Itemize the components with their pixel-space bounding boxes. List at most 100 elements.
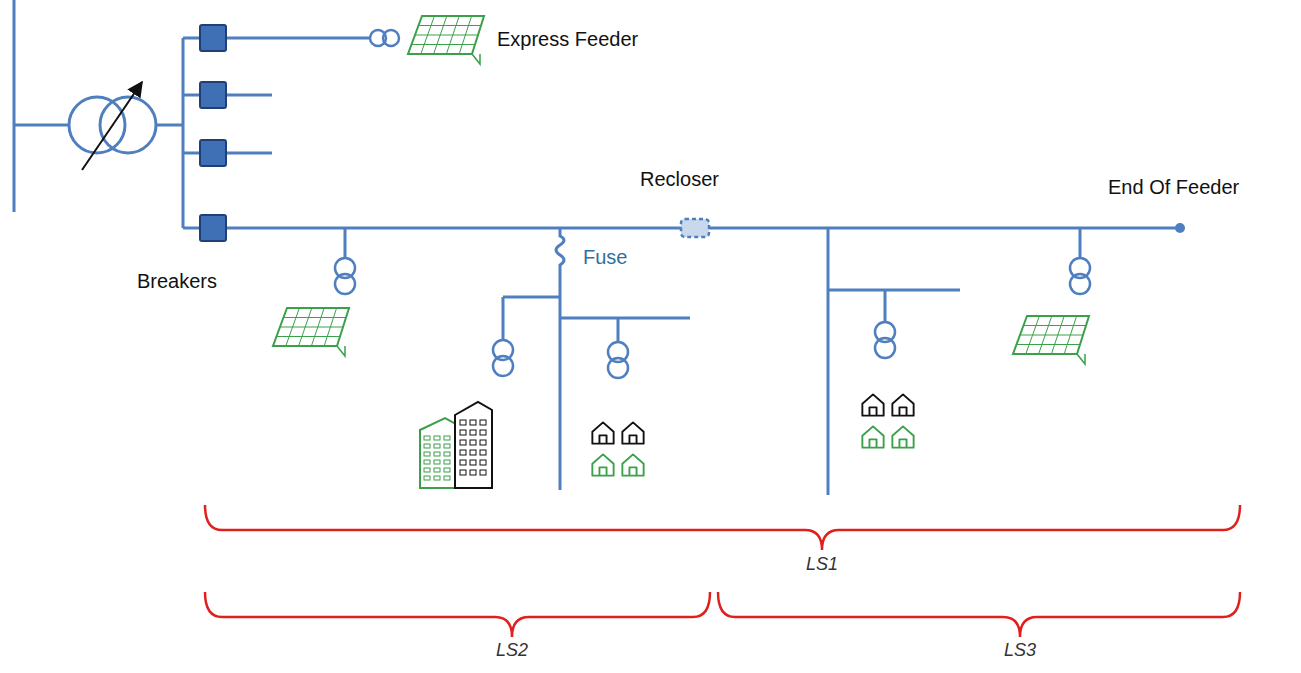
wire	[14, 124, 70, 127]
window	[460, 450, 466, 455]
fused-lateral	[556, 228, 564, 490]
panel-stand	[472, 54, 480, 64]
window	[424, 452, 430, 456]
feeder-end-dot	[1175, 223, 1185, 233]
window	[424, 444, 430, 448]
window	[480, 440, 486, 445]
source-bus	[13, 0, 16, 212]
window	[460, 440, 466, 445]
building	[455, 402, 492, 488]
window	[434, 436, 440, 440]
express-feeder-line	[226, 37, 370, 40]
house-icon	[862, 394, 883, 415]
lateral-branch	[828, 289, 960, 292]
downstream-lateral	[827, 228, 830, 495]
window	[434, 476, 440, 480]
window	[480, 460, 486, 465]
building	[420, 418, 458, 488]
wire	[183, 37, 200, 40]
transformer-coil	[69, 97, 125, 153]
feeder-stub	[226, 94, 272, 97]
panel-stand	[1077, 354, 1085, 364]
panel-grid	[277, 336, 341, 337]
window	[434, 460, 440, 464]
window	[434, 468, 440, 472]
solar-panel	[273, 308, 349, 356]
tap-line	[617, 318, 620, 342]
panel-grid	[415, 35, 478, 36]
window	[480, 430, 486, 435]
device-label: Breakers	[137, 270, 217, 292]
house-icon	[892, 426, 913, 447]
window	[460, 420, 466, 425]
window	[424, 468, 430, 472]
main-feeder	[226, 227, 681, 230]
transformer-coil	[335, 274, 355, 294]
station-bus	[182, 38, 185, 228]
panel-grid	[419, 25, 482, 26]
window	[470, 460, 476, 465]
window	[470, 440, 476, 445]
panel-frame	[408, 16, 484, 54]
tap-line	[502, 297, 505, 340]
house-icon	[622, 422, 643, 443]
section-label: LS3	[1004, 641, 1036, 661]
panel-frame	[273, 308, 349, 346]
section-braces	[205, 505, 1240, 637]
lateral-branch	[503, 296, 560, 299]
window	[480, 470, 486, 475]
window	[424, 436, 430, 440]
device-label: Fuse	[583, 246, 627, 268]
panel-grid	[280, 327, 343, 328]
window	[444, 436, 450, 440]
breaker-symbol	[200, 215, 226, 241]
transformer-coil	[608, 358, 628, 378]
section-label: LS2	[496, 641, 528, 661]
commercial-buildings	[420, 402, 492, 488]
feeder-stub	[226, 152, 272, 155]
brace	[205, 505, 1240, 550]
transformer-coil	[100, 97, 156, 153]
window	[480, 450, 486, 455]
house-icon	[622, 454, 643, 475]
transformer-coil	[1070, 274, 1090, 294]
breaker-symbol	[200, 140, 226, 166]
lateral-branch	[560, 317, 690, 320]
house-icon	[892, 394, 913, 415]
tap-line	[344, 228, 347, 258]
tap-changer-arrow	[82, 82, 142, 170]
wire	[183, 227, 200, 230]
breaker-symbol	[200, 25, 226, 51]
transformer-coil	[875, 338, 895, 358]
window	[470, 420, 476, 425]
brace	[205, 592, 710, 637]
window	[424, 460, 430, 464]
transformer-coil	[493, 356, 513, 376]
window	[470, 430, 476, 435]
breaker-symbol	[200, 82, 226, 108]
house-icon	[862, 426, 883, 447]
feeder-label: Express Feeder	[497, 28, 638, 50]
panel-grid	[412, 44, 476, 45]
window	[480, 420, 486, 425]
panel-grid	[284, 317, 347, 318]
window	[460, 470, 466, 475]
recloser-symbol	[681, 219, 709, 237]
breakers	[200, 25, 226, 241]
transformer-coil	[383, 30, 399, 46]
section-label: LS1	[806, 555, 838, 575]
building-windows	[424, 420, 486, 480]
feeder-end-label: End Of Feeder	[1108, 176, 1239, 198]
wire	[183, 94, 200, 97]
panel-grid	[1020, 335, 1083, 336]
window	[460, 430, 466, 435]
window	[470, 450, 476, 455]
solar-panel	[1013, 316, 1089, 364]
window	[434, 452, 440, 456]
brace	[718, 592, 1240, 637]
window	[460, 460, 466, 465]
window	[444, 444, 450, 448]
panel-frame	[1013, 316, 1089, 354]
